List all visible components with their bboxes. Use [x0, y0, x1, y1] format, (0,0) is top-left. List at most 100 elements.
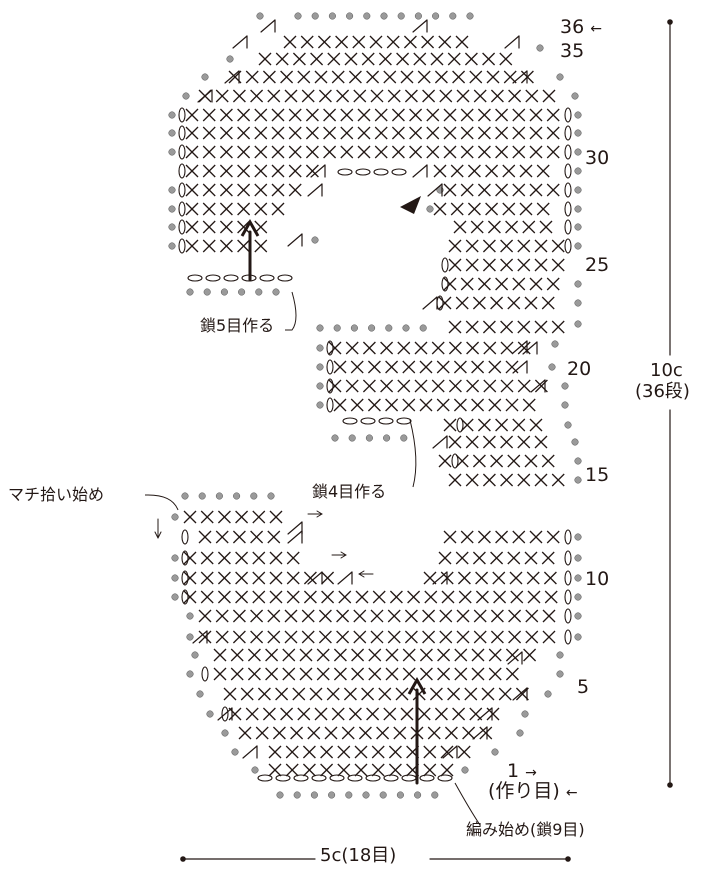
single-crochet-stitch: [391, 126, 405, 140]
chain-stitch: [564, 144, 572, 160]
single-crochet-stitch: [378, 52, 392, 66]
slip-stitch-dot: [186, 633, 194, 641]
slip-stitch-dot: [238, 288, 246, 296]
decrease-stitch: [477, 707, 493, 721]
single-crochet-stitch: [383, 70, 397, 84]
single-crochet-stitch: [299, 667, 313, 681]
decrease-stitch: [412, 19, 428, 33]
slip-stitch-dot: [182, 92, 190, 100]
single-crochet-stitch: [526, 571, 540, 585]
single-crochet-stitch: [452, 70, 466, 84]
single-crochet-stitch: [465, 239, 479, 253]
slip-stitch-dot: [311, 236, 319, 244]
single-crochet-stitch: [200, 510, 214, 524]
single-crochet-stitch: [385, 667, 399, 681]
single-crochet-stitch: [271, 145, 285, 159]
single-crochet-stitch: [477, 183, 491, 197]
single-crochet-stitch: [473, 89, 487, 103]
single-crochet-stitch: [519, 202, 533, 216]
slip-stitch-dot: [402, 324, 410, 332]
slip-stitch-dot: [574, 223, 582, 231]
leader-line: [454, 782, 481, 826]
single-crochet-stitch: [475, 590, 489, 604]
single-crochet-stitch: [426, 126, 440, 140]
single-crochet-stitch: [517, 473, 531, 487]
single-crochet-stitch: [271, 202, 285, 216]
single-crochet-stitch: [448, 258, 462, 272]
single-crochet-stitch: [232, 89, 246, 103]
single-crochet-stitch: [185, 202, 199, 216]
single-crochet-stitch: [500, 473, 514, 487]
single-crochet-stitch: [340, 126, 354, 140]
single-crochet-stitch: [529, 277, 543, 291]
single-crochet-stitch: [471, 667, 485, 681]
single-crochet-stitch: [505, 398, 519, 412]
single-crochet-stitch: [490, 454, 504, 468]
chain-stitch: [564, 219, 572, 235]
single-crochet-stitch: [301, 609, 315, 623]
slip-stitch-dot: [310, 791, 318, 799]
slip-stitch-dot: [571, 438, 579, 446]
single-crochet-stitch: [443, 277, 457, 291]
single-crochet-stitch: [455, 551, 469, 565]
single-crochet-stitch: [345, 341, 359, 355]
slip-stitch-dot: [331, 434, 339, 442]
decrease-stitch: [224, 70, 240, 84]
single-crochet-stitch: [361, 687, 375, 701]
decrease-stitch: [242, 745, 258, 759]
slip-stitch-dot: [346, 12, 354, 20]
slip-stitch-dot: [168, 186, 176, 194]
single-crochet-stitch: [512, 126, 526, 140]
single-crochet-stitch: [254, 108, 268, 122]
decrease-stitch: [507, 651, 523, 665]
single-crochet-stitch: [362, 341, 376, 355]
single-crochet-stitch: [185, 164, 199, 178]
single-crochet-stitch: [500, 435, 514, 449]
single-crochet-stitch: [505, 648, 519, 662]
single-crochet-stitch: [362, 379, 376, 393]
slip-stitch-dot: [396, 791, 404, 799]
single-crochet-stitch: [460, 145, 474, 159]
chain-stitch: [326, 359, 334, 375]
single-crochet-stitch: [509, 571, 523, 585]
single-crochet-stitch: [517, 258, 531, 272]
decrease-stitch: [432, 435, 448, 449]
single-crochet-stitch: [267, 89, 281, 103]
single-crochet-stitch: [202, 164, 216, 178]
single-crochet-stitch: [490, 89, 504, 103]
row-label-15: 15: [585, 464, 610, 486]
single-crochet-stitch: [370, 609, 384, 623]
single-crochet-stitch: [336, 89, 350, 103]
single-crochet-stitch: [350, 360, 364, 374]
slip-stitch-dot: [316, 324, 324, 332]
dimension-endpoint: [180, 856, 186, 862]
row-direction-arrow-head: [240, 218, 260, 237]
single-crochet-stitch: [265, 648, 279, 662]
single-crochet-stitch: [262, 70, 276, 84]
single-crochet-stitch: [323, 108, 337, 122]
single-crochet-stitch: [305, 126, 319, 140]
single-crochet-stitch: [438, 35, 452, 49]
single-crochet-stitch: [473, 609, 487, 623]
single-crochet-stitch: [252, 510, 266, 524]
slip-stitch-dot: [574, 299, 582, 307]
dimension-endpoint: [667, 19, 673, 25]
single-crochet-stitch: [302, 763, 316, 777]
single-crochet-stitch: [368, 667, 382, 681]
single-crochet-stitch: [407, 590, 421, 604]
single-crochet-stitch: [267, 630, 281, 644]
single-crochet-stitch: [534, 435, 548, 449]
chain-stitch: [178, 125, 186, 141]
single-crochet-stitch: [419, 667, 433, 681]
single-crochet-stitch: [490, 551, 504, 565]
single-crochet-stitch: [378, 687, 392, 701]
decrease-stitch: [217, 707, 233, 721]
single-crochet-stitch: [376, 726, 390, 740]
decrease-stitch: [232, 35, 248, 49]
chain-stitch: [187, 274, 203, 282]
single-crochet-stitch: [230, 667, 244, 681]
single-crochet-stitch: [443, 126, 457, 140]
chain-stitch: [378, 417, 394, 425]
slip-stitch-dot: [574, 593, 582, 601]
single-crochet-stitch: [500, 258, 514, 272]
